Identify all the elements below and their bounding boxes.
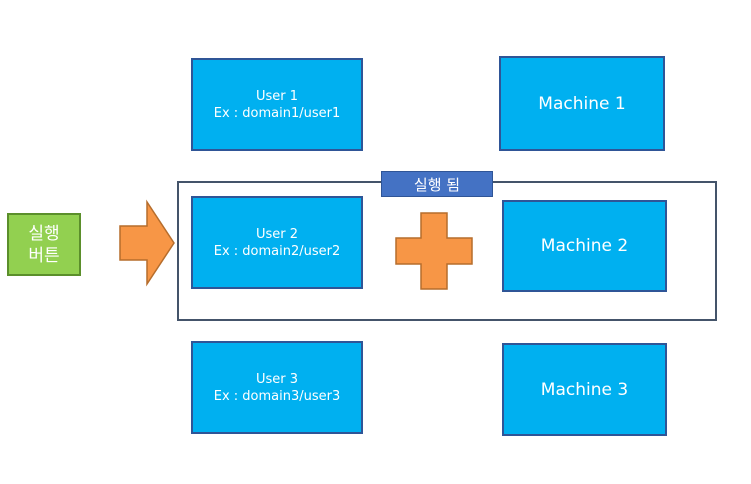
user-1-name: User 1 <box>255 88 299 104</box>
user-1-example: Ex : domain1/user1 <box>213 105 341 121</box>
user-3-name: User 3 <box>255 371 299 387</box>
execute-button-line1: 실행 <box>28 223 60 244</box>
executed-group-label: 실행 됨 <box>381 171 493 197</box>
user-3-box: User 3 Ex : domain3/user3 <box>191 341 363 434</box>
machine-1-name: Machine 1 <box>538 93 626 114</box>
user-1-box: User 1 Ex : domain1/user1 <box>191 58 363 151</box>
machine-2-box: Machine 2 <box>502 200 667 292</box>
user-3-example: Ex : domain3/user3 <box>213 388 341 404</box>
user-2-box: User 2 Ex : domain2/user2 <box>191 196 363 289</box>
user-2-name: User 2 <box>255 226 299 242</box>
user-2-example: Ex : domain2/user2 <box>213 243 341 259</box>
machine-1-box: Machine 1 <box>499 56 665 151</box>
machine-3-box: Machine 3 <box>502 343 667 436</box>
machine-3-name: Machine 3 <box>540 379 629 400</box>
execute-button-line2: 버튼 <box>28 245 60 266</box>
arrow-right-icon <box>119 199 175 287</box>
execute-button[interactable]: 실행 버튼 <box>7 213 81 276</box>
machine-2-name: Machine 2 <box>540 236 629 256</box>
plus-icon <box>395 212 473 290</box>
